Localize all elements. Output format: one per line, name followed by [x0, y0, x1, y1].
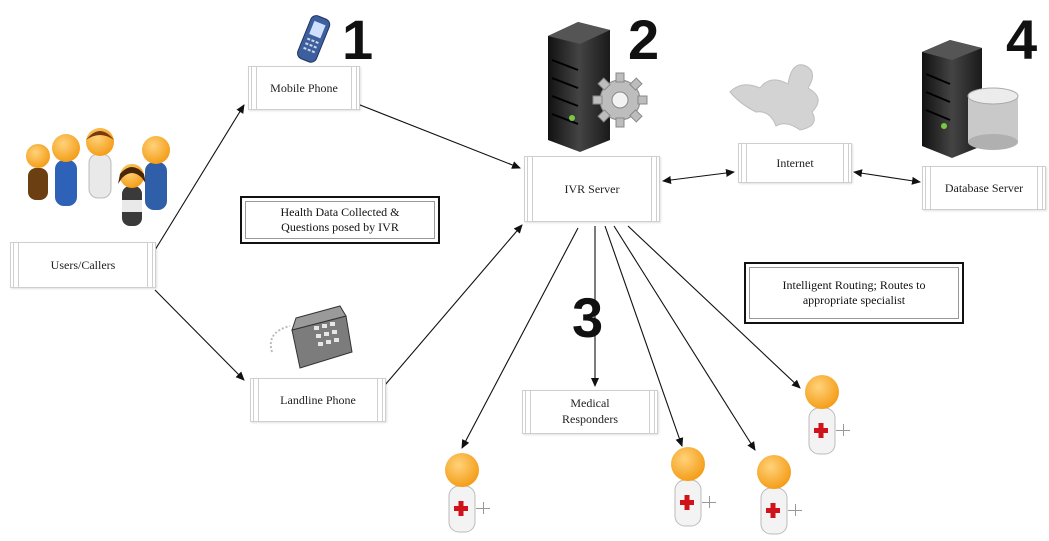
node-ivr-server: IVR Server: [524, 156, 660, 222]
database-server-icon: [922, 40, 1019, 158]
arrow-ivr-to-responder-4: [627, 225, 801, 389]
note-health-data-text: Health Data Collected & Questions posed …: [280, 205, 400, 234]
node-database-server: Database Server: [922, 166, 1046, 210]
arrow-landline-to-ivr: [384, 224, 523, 386]
server-with-gear-icon: [548, 22, 648, 152]
medical-responder-icon: [805, 375, 850, 455]
arrow-users-to-mobile: [154, 104, 245, 251]
node-medical-responders: Medical Responders: [522, 390, 658, 434]
group-of-people-icon: [26, 128, 170, 226]
medical-responder-icon: [757, 455, 802, 535]
step-number-3: 3: [572, 286, 604, 349]
cloud-network-icon: [729, 64, 819, 131]
step-number-2: 2: [628, 8, 660, 71]
landline-phone-icon: [269, 305, 353, 369]
arrow-internet-database: [853, 169, 921, 185]
arrow-mobile-to-ivr: [354, 102, 521, 169]
step-number-4: 4: [1006, 8, 1038, 71]
arrow-users-to-landline: [154, 289, 245, 381]
node-internet: Internet: [738, 143, 852, 183]
node-mobile-phone: Mobile Phone: [248, 66, 360, 110]
note-intelligent-routing: Intelligent Routing; Routes to appropria…: [744, 262, 964, 324]
arrow-ivr-to-responder-2: [604, 225, 684, 447]
node-users-callers: Users/Callers: [10, 242, 156, 288]
note-health-data: Health Data Collected & Questions posed …: [240, 196, 440, 244]
arrow-ivr-to-responder-1: [461, 227, 579, 449]
arrow-ivr-internet: [662, 169, 735, 184]
medical-responder-icon: [671, 447, 716, 527]
step-number-1: 1: [342, 8, 374, 71]
arrow-ivr-to-responder-3: [613, 225, 756, 451]
medical-responder-icon: [445, 453, 490, 533]
node-landline-phone: Landline Phone: [250, 378, 386, 422]
note-intelligent-routing-text: Intelligent Routing; Routes to appropria…: [782, 278, 926, 307]
mobile-phone-icon: [297, 15, 331, 63]
